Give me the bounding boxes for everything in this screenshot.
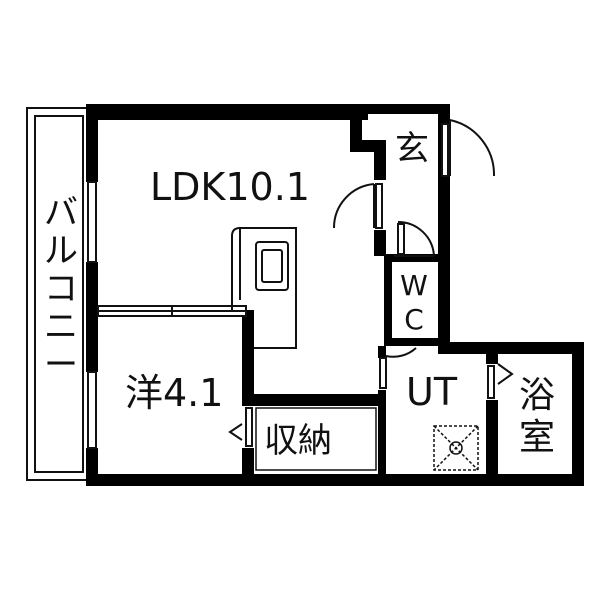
balcony-char: ー — [44, 345, 78, 385]
bathroom-label: 浴 室 — [514, 378, 560, 462]
bathroom-char: 室 — [518, 417, 555, 458]
toilet-char: W — [400, 269, 428, 302]
entrance-label: 玄 — [395, 129, 429, 169]
washer-space — [433, 425, 479, 471]
utility-label: UT — [406, 370, 458, 414]
door-swings — [228, 119, 514, 447]
balcony-char: ニ — [44, 307, 78, 347]
interior-walls — [242, 140, 498, 478]
balcony-char: バ — [44, 193, 78, 233]
balcony-char: コ — [44, 269, 78, 309]
kitchen-counter — [231, 227, 297, 349]
balcony-label: バ ル コ ニ ー — [40, 196, 82, 386]
toilet-label: W C — [396, 272, 432, 340]
outer-walls — [86, 104, 584, 486]
bathroom-char: 浴 — [518, 375, 555, 416]
sliding-doors — [97, 305, 247, 317]
ldk-label: LDK10.1 — [150, 165, 310, 209]
balcony-char: ル — [44, 231, 78, 271]
closet-inner — [255, 407, 377, 471]
left-windows — [87, 181, 97, 449]
storage-label: 収納 — [264, 421, 332, 461]
toilet-char: C — [404, 303, 424, 336]
western-room-label: 洋4.1 — [125, 371, 224, 415]
